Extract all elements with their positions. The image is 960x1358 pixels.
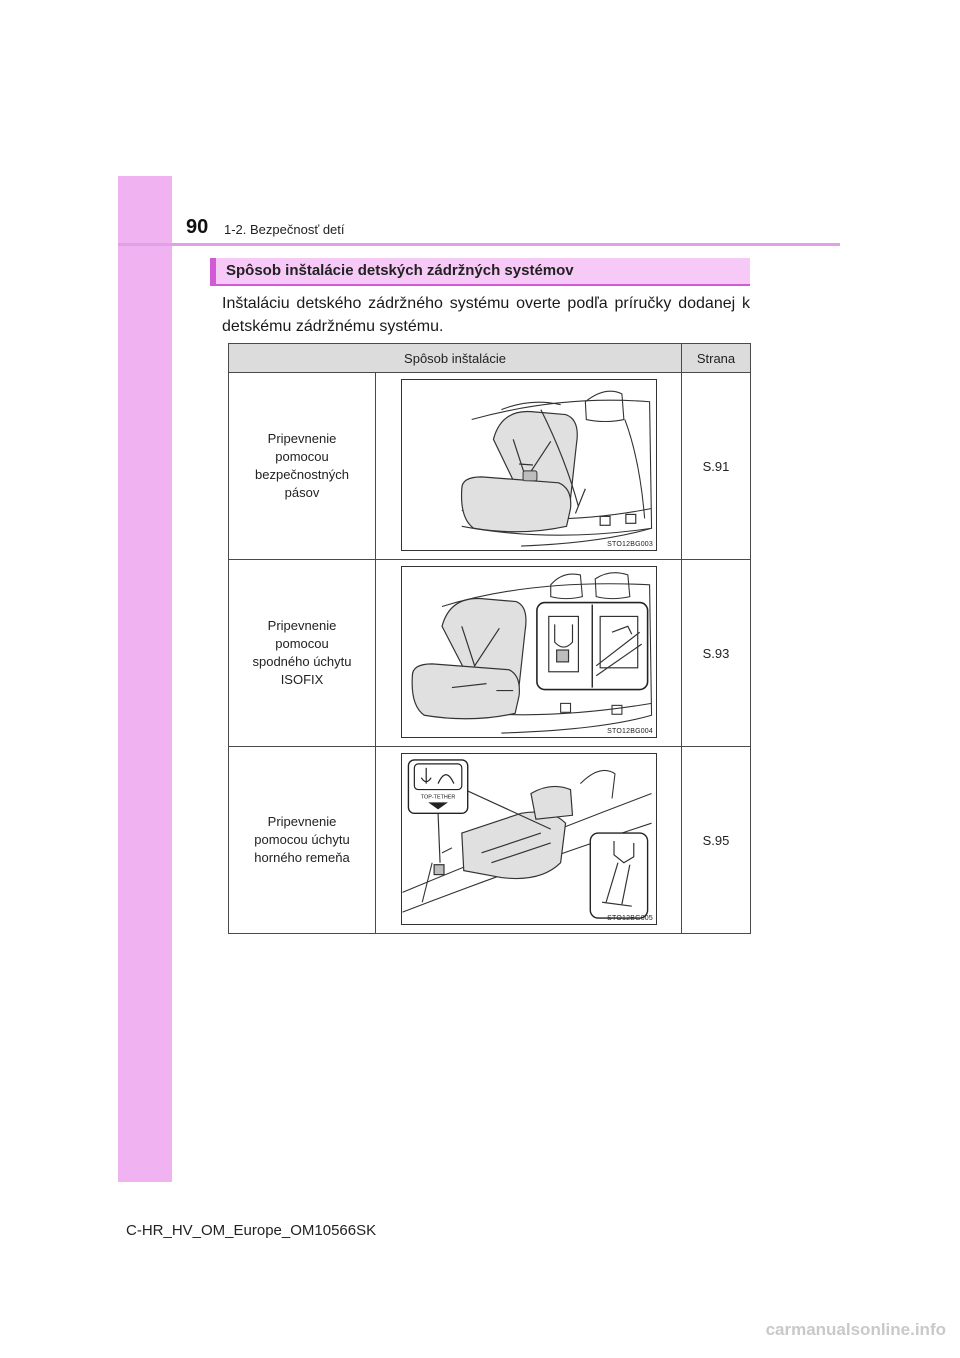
image-cell: STO12BG004 <box>375 559 682 747</box>
page-ref-cell: S.91 <box>681 372 751 560</box>
section-path: 1-2. Bezpečnosť detí <box>224 222 345 237</box>
down-arrow-icon <box>428 802 448 810</box>
intro-paragraph: Inštaláciu detského zádržného systému ov… <box>222 295 750 335</box>
isofix-installation-figure: STO12BG004 <box>401 566 657 738</box>
header-page: Strana <box>681 343 751 373</box>
page-ref: S.95 <box>702 832 730 848</box>
chapter-side-tab <box>118 176 172 1182</box>
table-row: Pripevnenie pomocou úchytu horného remeň… <box>228 746 751 934</box>
method-label: Pripevnenie pomocou spodného úchytu ISOF… <box>252 618 352 687</box>
seatbelt-child-seat-illustration <box>460 390 653 547</box>
figure-code: STO12BG005 <box>607 915 653 922</box>
method-cell: Pripevnenie pomocou úchytu horného remeň… <box>228 746 376 934</box>
figure-code: STO12BG003 <box>607 541 653 548</box>
method-cell: Pripevnenie pomocou bezpečnostných pásov <box>228 372 376 560</box>
table-row: Pripevnenie pomocou spodného úchytu ISOF… <box>228 559 751 747</box>
method-label: Pripevnenie pomocou úchytu horného remeň… <box>254 814 350 865</box>
page-number: 90 <box>186 216 209 238</box>
heading-underline <box>210 284 750 286</box>
header-method: Spôsob inštalácie <box>228 343 682 373</box>
top-tether-installation-figure: TOP-TETHER STO12BG005 <box>401 753 657 925</box>
seatbelt-installation-figure: STO12BG003 <box>401 379 657 551</box>
section-heading: Spôsob inštalácie detských zádržných sys… <box>210 258 750 286</box>
installation-methods-table: Spôsob inštalácie Strana Pripevnenie pom… <box>228 343 751 934</box>
document-code: C-HR_HV_OM_Europe_OM10566SK <box>126 1222 377 1239</box>
image-cell: TOP-TETHER STO12BG005 <box>375 746 682 934</box>
header-rule <box>118 243 840 246</box>
isofix-child-seat-illustration <box>411 572 653 734</box>
watermark: carmanualsonline.info <box>765 1320 946 1339</box>
page-ref: S.91 <box>702 458 730 474</box>
table-header-row: Spôsob inštalácie Strana <box>228 343 751 373</box>
top-tether-label: TOP-TETHER <box>421 794 456 800</box>
method-cell: Pripevnenie pomocou spodného úchytu ISOF… <box>228 559 376 747</box>
page-ref: S.93 <box>702 645 730 661</box>
page-ref-cell: S.93 <box>681 559 751 747</box>
page-ref-cell: S.95 <box>681 746 751 934</box>
method-label: Pripevnenie pomocou bezpečnostných pásov <box>255 431 349 500</box>
image-cell: STO12BG003 <box>375 372 682 560</box>
table-row: Pripevnenie pomocou bezpečnostných pásov <box>228 372 751 560</box>
top-tether-illustration: TOP-TETHER <box>402 759 652 919</box>
figure-code: STO12BG004 <box>607 728 653 735</box>
